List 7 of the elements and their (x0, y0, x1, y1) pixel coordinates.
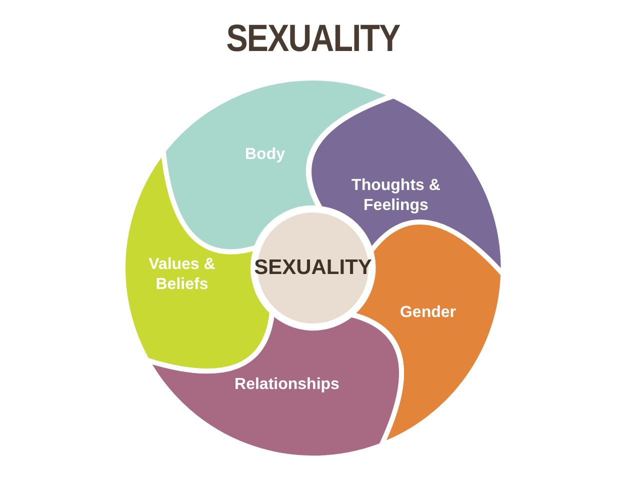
segment-label: Thoughts & Feelings (350, 176, 442, 216)
center-label: SEXUALITY (253, 254, 373, 281)
title: SEXUALITY (225, 18, 401, 61)
segment-label: Values & Beliefs (148, 255, 216, 295)
segment-label: Body (244, 144, 286, 165)
segment-label: Gender (398, 302, 457, 323)
segment-label: Relationships (234, 374, 340, 395)
